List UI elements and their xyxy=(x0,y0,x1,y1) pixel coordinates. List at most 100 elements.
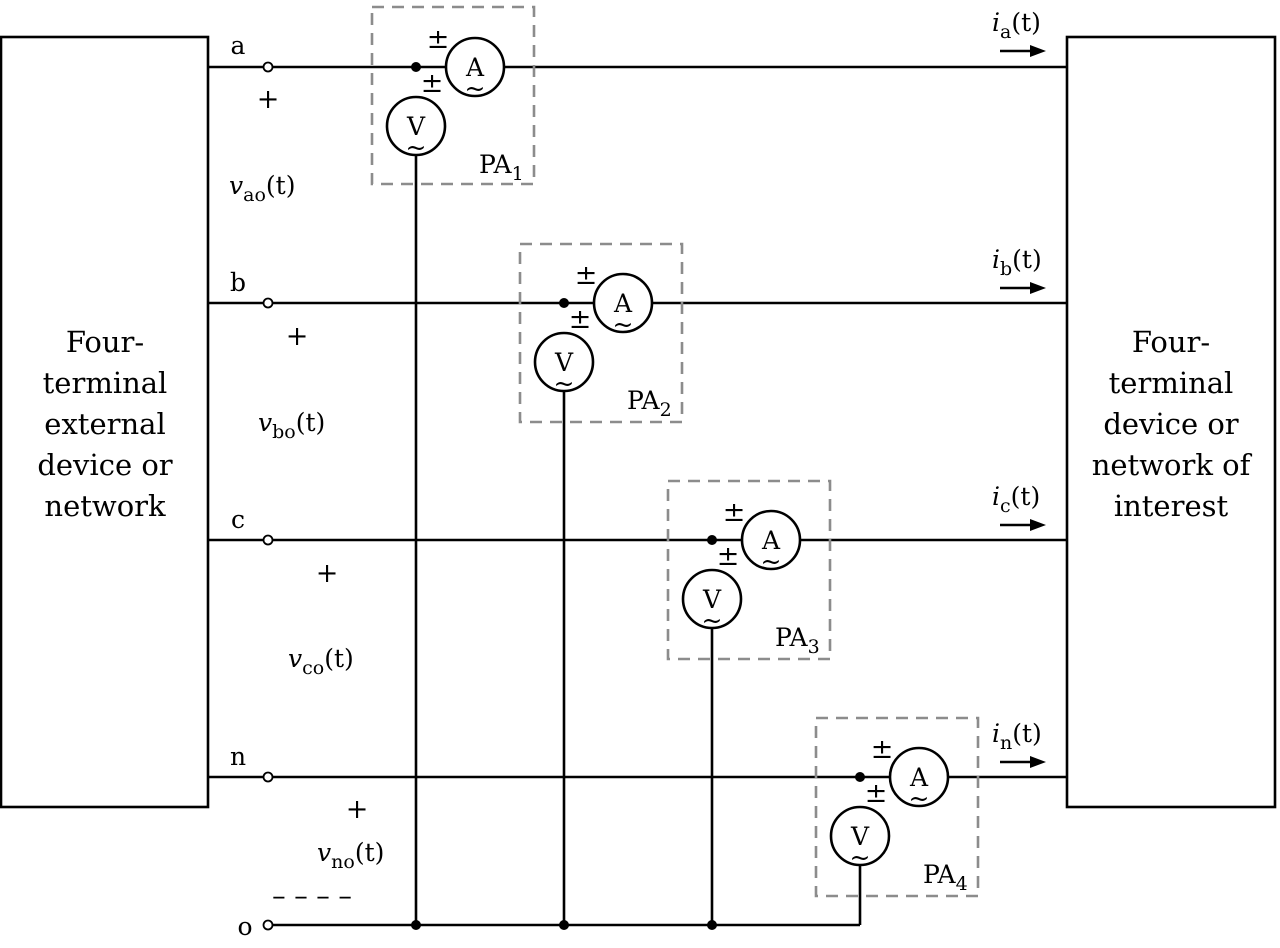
external-network-block xyxy=(0,35,210,809)
plus-sign: + xyxy=(316,558,339,589)
current-label-c: ic(t) xyxy=(992,482,1040,517)
analyzer-boundary xyxy=(814,716,980,898)
ac-symbol: ~ xyxy=(406,133,427,162)
polarity-mark: ± xyxy=(871,734,894,765)
current-label-n: in(t) xyxy=(992,719,1042,754)
voltage-polarity: + + + + – – – – xyxy=(257,84,369,912)
terminal-b xyxy=(262,297,274,309)
voltmeter-icon xyxy=(829,805,891,867)
analyzer-name: PA xyxy=(479,150,513,179)
minus-sign: – – – – xyxy=(272,881,352,912)
polarity-mark: ± xyxy=(427,24,450,55)
current-arg: (t) xyxy=(1011,8,1041,37)
ac-symbol: ~ xyxy=(761,547,782,576)
junction-dot xyxy=(411,62,421,72)
current-sub: n xyxy=(1000,732,1012,754)
current-labels: ia(t) ib(t) ic(t) in(t) xyxy=(992,8,1042,754)
voltmeter-letter: V xyxy=(702,585,722,614)
network-of-interest-label-line: device or xyxy=(1103,407,1238,441)
voltage-arg: (t) xyxy=(324,644,354,673)
voltmeter-icon xyxy=(681,568,743,630)
voltage-var: v xyxy=(317,838,331,867)
analyzer-label: PA2 xyxy=(627,386,672,421)
voltage-sub: no xyxy=(331,851,355,873)
terminal-a xyxy=(262,61,274,73)
analyzer-sub: 1 xyxy=(512,163,524,185)
terminal-n xyxy=(262,771,274,783)
voltmeter-letter: V xyxy=(554,348,574,377)
network-of-interest-label-line: Four- xyxy=(1132,325,1210,359)
arrow-head-icon xyxy=(1030,519,1046,531)
voltage-label-co: vco(t) xyxy=(288,644,354,679)
voltage-label-no: vno(t) xyxy=(317,838,384,873)
voltage-var: v xyxy=(288,644,302,673)
ammeter-icon xyxy=(592,272,654,334)
current-label-b: ib(t) xyxy=(992,245,1042,280)
voltage-arg: (t) xyxy=(266,171,296,200)
junction-dot xyxy=(855,772,865,782)
ammeter-letter: A xyxy=(909,763,929,792)
current-sub: c xyxy=(1000,495,1011,517)
analyzer-sub: 2 xyxy=(660,399,672,421)
network-of-interest-block xyxy=(1065,35,1277,809)
terminal-label-c: c xyxy=(231,505,245,534)
voltage-sub: ao xyxy=(243,184,266,206)
analyzer-label: PA3 xyxy=(775,623,820,658)
junction-dots xyxy=(411,62,865,930)
junction-dot xyxy=(559,920,569,930)
voltage-sub: bo xyxy=(272,421,296,443)
network-of-interest-label-line: interest xyxy=(1114,489,1229,523)
arrow-head-icon xyxy=(1030,756,1046,768)
current-arg: (t) xyxy=(1011,482,1041,511)
analyzer-sub: 3 xyxy=(808,636,820,658)
plus-sign: + xyxy=(257,84,280,115)
voltage-arg: (t) xyxy=(355,838,385,867)
ammeter-icon xyxy=(740,509,802,571)
terminal-label-o: o xyxy=(237,912,252,941)
junction-dot xyxy=(411,920,421,930)
analyzer-boundary xyxy=(370,5,536,186)
network-of-interest-label-line: terminal xyxy=(1109,366,1234,400)
ammeter-letter: A xyxy=(465,53,485,82)
network-of-interest-label-line: network of xyxy=(1092,448,1253,482)
ammeter-letter: A xyxy=(613,289,633,318)
terminal-label-b: b xyxy=(230,268,246,297)
terminal-o xyxy=(262,919,274,931)
voltmeter-letter: V xyxy=(406,112,426,141)
polarity-mark: ± xyxy=(569,304,592,335)
plus-sign: + xyxy=(286,321,309,352)
polarity-mark: ± xyxy=(717,541,740,572)
polarity-mark: ± xyxy=(865,778,888,809)
terminal-label-n: n xyxy=(230,742,246,771)
plus-sign: + xyxy=(346,794,369,825)
junction-dot xyxy=(707,535,717,545)
external-network-label-line: network xyxy=(44,489,166,523)
ac-symbol: ~ xyxy=(850,843,871,872)
polarity-mark: ± xyxy=(723,497,746,528)
power-analyzer-1: A ~ V ~ ± ± PA1 xyxy=(370,5,536,186)
voltage-labels: vao(t) vbo(t) vco(t) vno(t) xyxy=(229,171,384,873)
current-sub: b xyxy=(1000,258,1012,280)
voltmeter-icon xyxy=(385,95,447,157)
arrow-head-icon xyxy=(1030,45,1046,57)
network-of-interest-label: Four- terminal device or network of inte… xyxy=(1092,325,1253,523)
current-arg: (t) xyxy=(1012,719,1042,748)
return-wires xyxy=(414,156,862,925)
current-arrows xyxy=(1000,45,1046,768)
voltage-sub: co xyxy=(302,657,324,679)
current-sub: a xyxy=(1000,21,1011,43)
ammeter-icon xyxy=(444,36,506,98)
ac-symbol: ~ xyxy=(554,369,575,398)
terminal-label-a: a xyxy=(231,31,246,60)
terminal-c xyxy=(262,534,274,546)
voltage-var: v xyxy=(229,171,243,200)
polarity-mark: ± xyxy=(575,260,598,291)
voltage-label-ao: vao(t) xyxy=(229,171,295,206)
ac-symbol: ~ xyxy=(702,606,723,635)
analyzer-name: PA xyxy=(923,860,957,889)
current-var: i xyxy=(992,482,1000,511)
current-var: i xyxy=(992,719,1000,748)
external-network-label-line: Four- xyxy=(66,325,144,359)
ammeter-icon xyxy=(888,746,950,808)
